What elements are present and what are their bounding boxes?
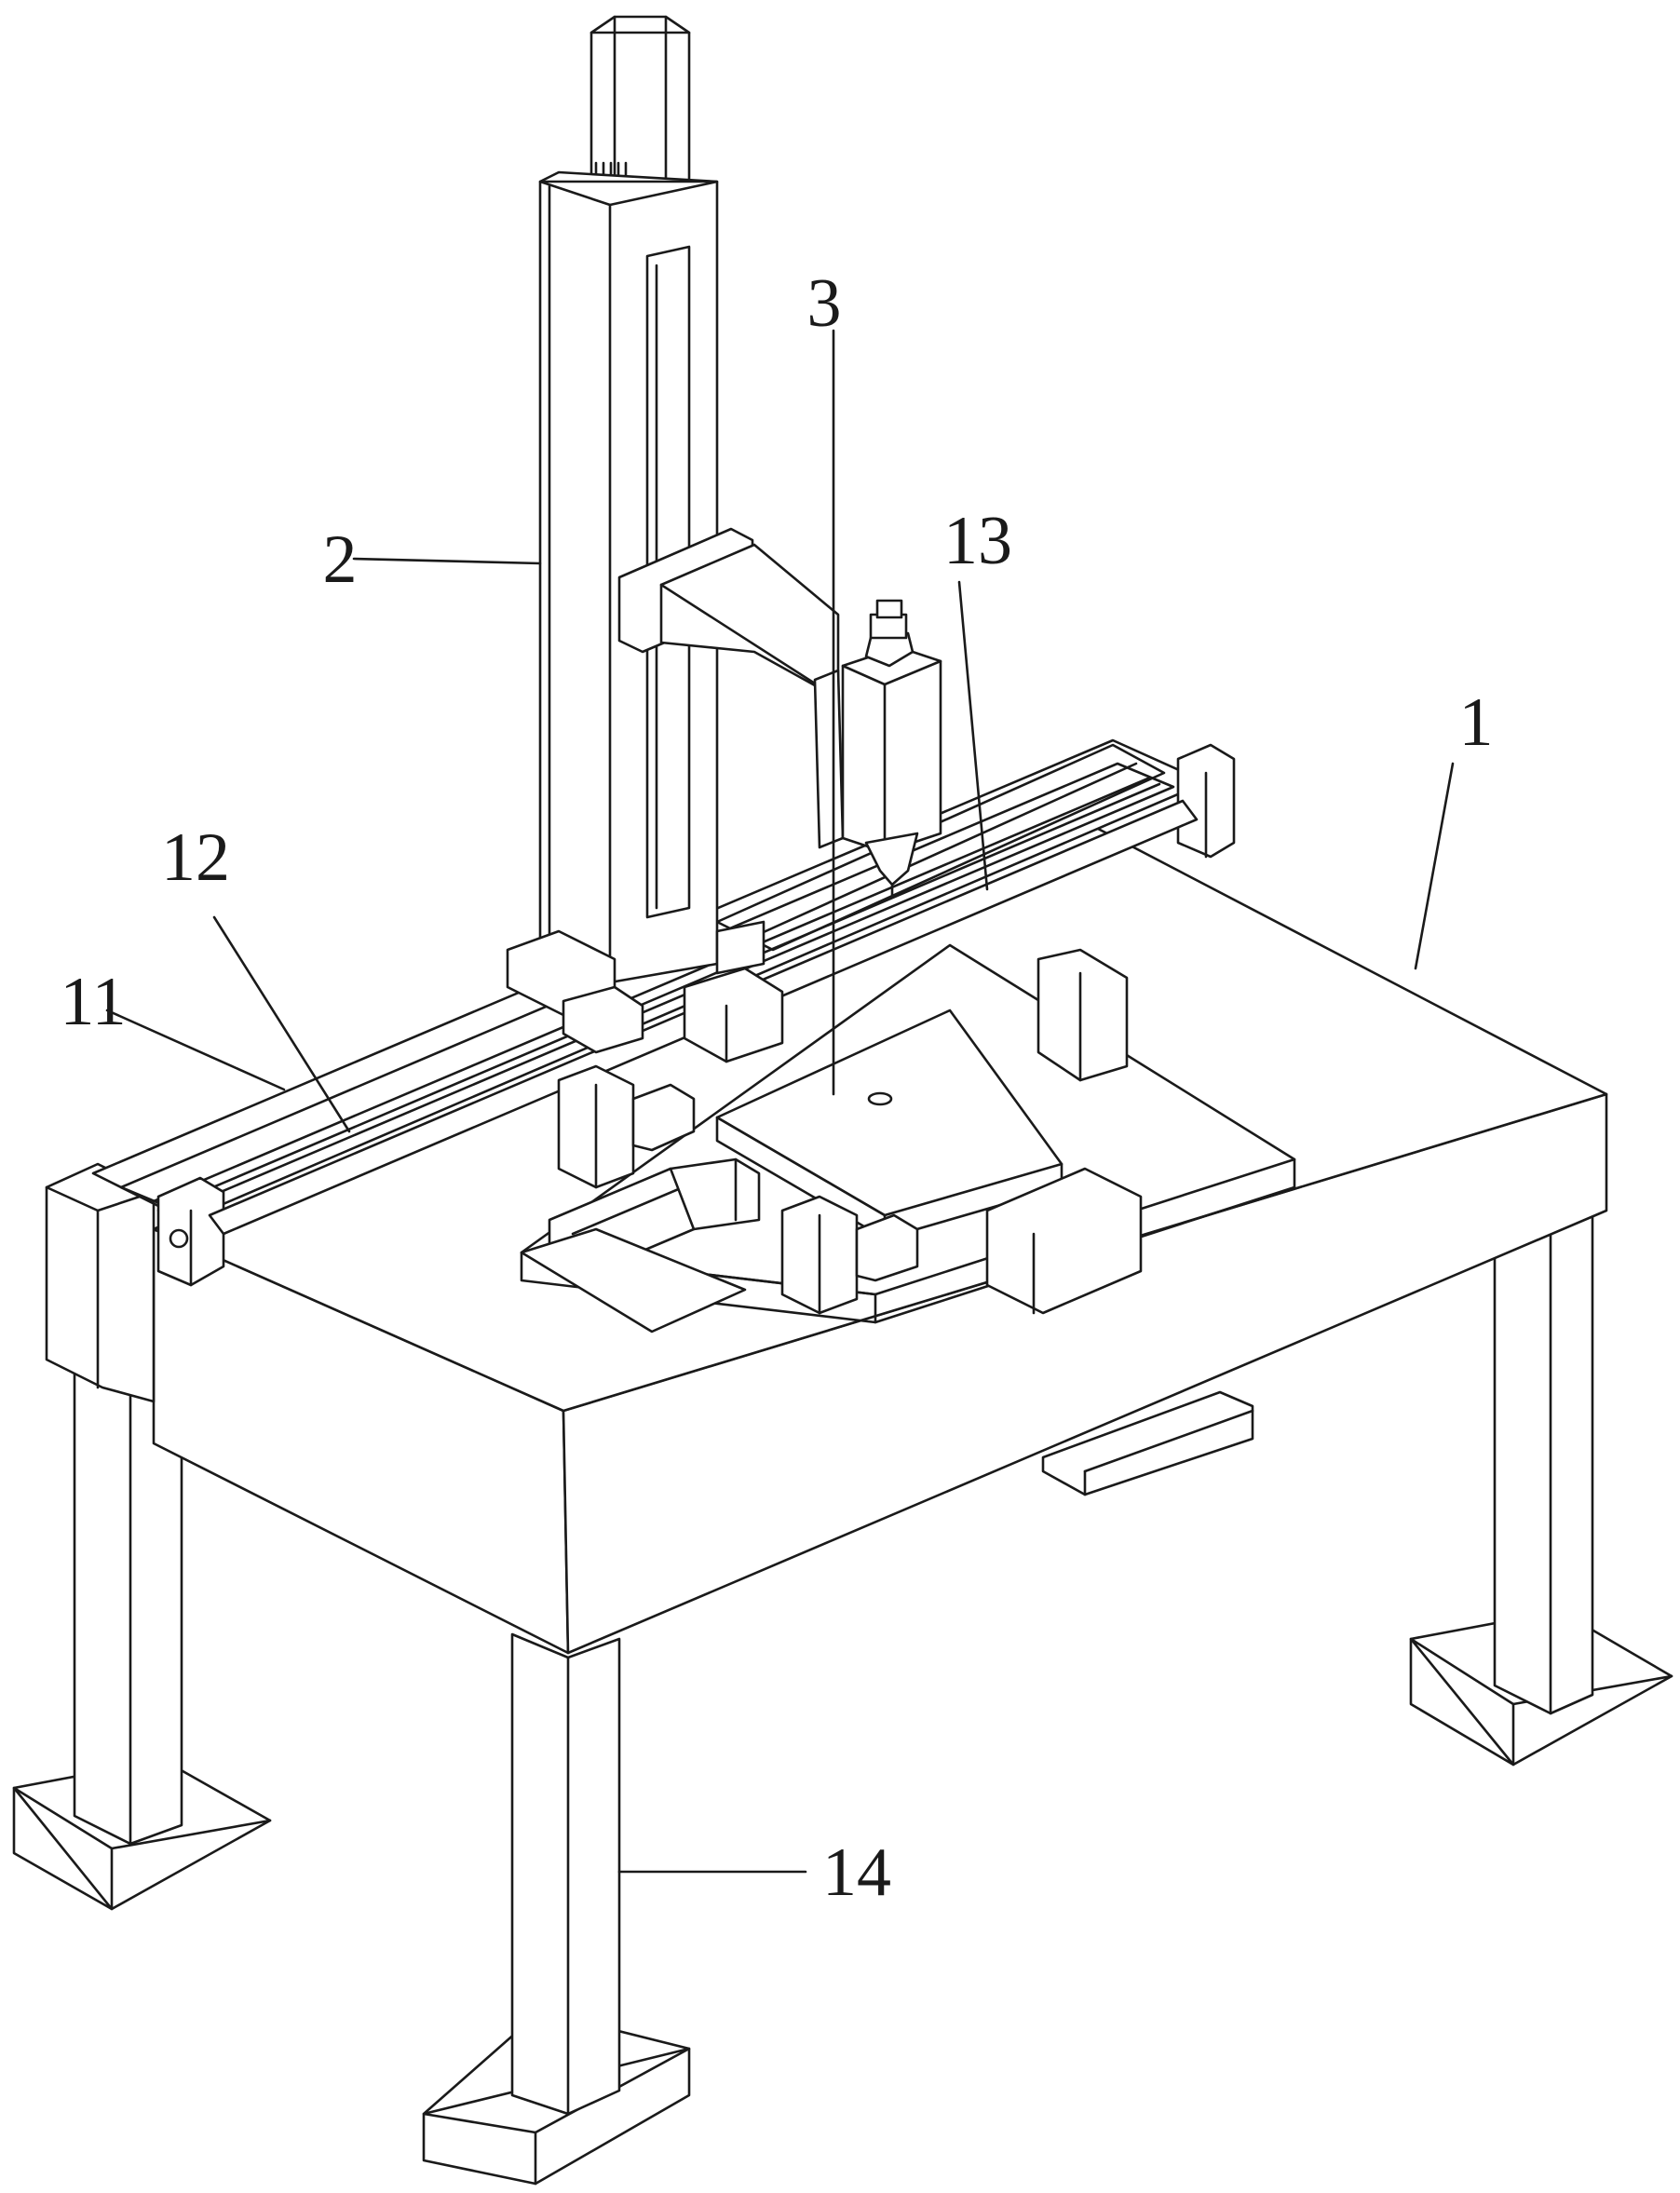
leader-1 (1416, 764, 1453, 968)
leader-2 (354, 559, 540, 563)
leader-11 (107, 1010, 284, 1090)
label-3: 3 (807, 265, 842, 342)
front-leg (424, 1634, 689, 2184)
label-13: 13 (943, 503, 1012, 579)
label-12: 12 (161, 819, 230, 896)
label-14: 14 (822, 1834, 891, 1911)
side-plate (47, 1164, 154, 1401)
label-1: 1 (1459, 684, 1494, 761)
label-11: 11 (60, 964, 126, 1040)
label-2: 2 (323, 521, 358, 598)
